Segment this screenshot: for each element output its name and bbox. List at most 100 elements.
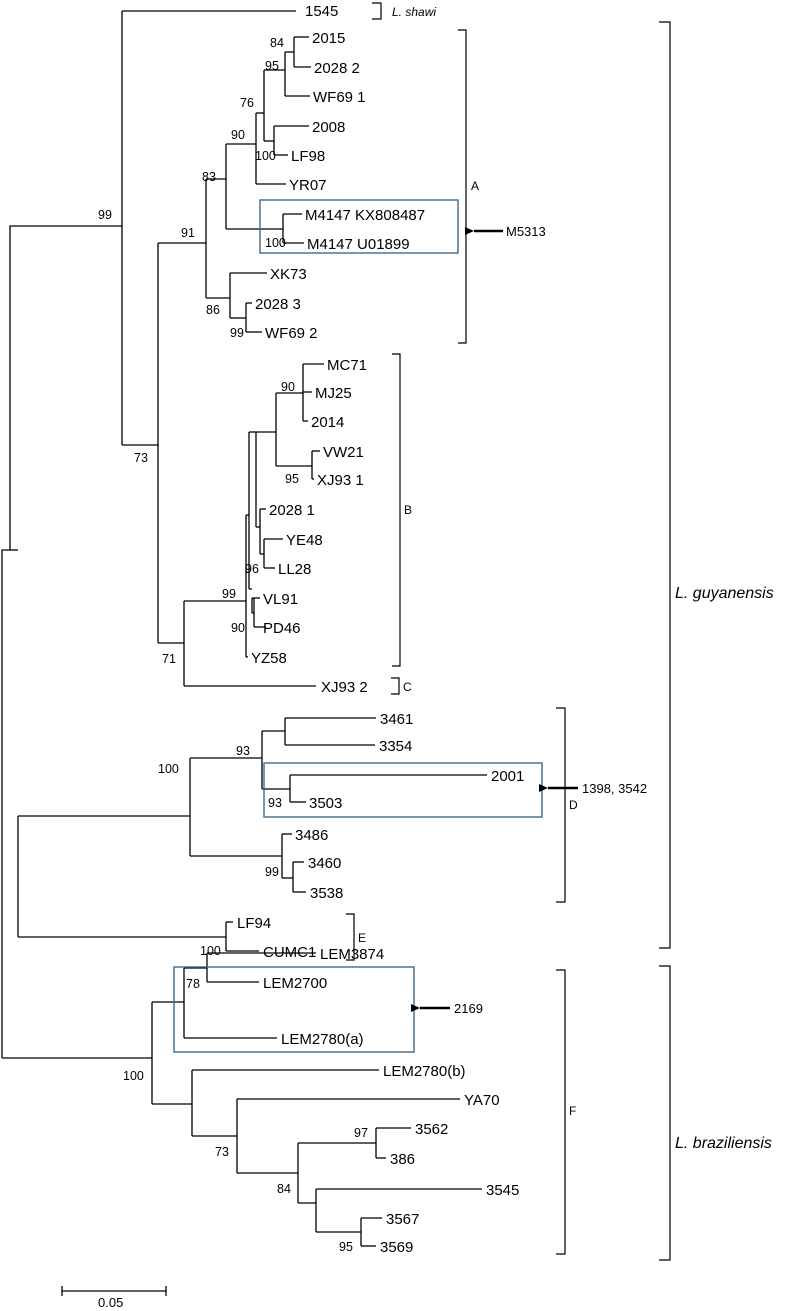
- bootstrap-value: 95: [339, 1240, 353, 1254]
- bracket-e: [346, 913, 355, 961]
- leaf-wf69-1: WF69 1: [313, 89, 366, 106]
- bootstrap-value: 84: [277, 1182, 291, 1196]
- clade-label-e: E: [358, 931, 366, 945]
- leaf-lem3874: LEM3874: [320, 946, 384, 963]
- bootstrap-value: 84: [270, 36, 284, 50]
- leaf-3503: 3503: [309, 795, 342, 812]
- bracket-guyanensis: [659, 21, 671, 949]
- bootstrap-value: 100: [123, 1069, 144, 1083]
- leaf-lf94: LF94: [237, 915, 271, 932]
- bootstrap-value: 97: [354, 1126, 368, 1140]
- bootstrap-value: 95: [285, 472, 299, 486]
- leaf-2028-3: 2028 3: [255, 296, 301, 313]
- tree-branches: [1, 10, 487, 1247]
- bootstrap-value: 100: [265, 236, 286, 250]
- leaf-3461: 3461: [380, 711, 413, 728]
- leaf-yz58: YZ58: [251, 650, 287, 667]
- bootstrap-value: 95: [265, 59, 279, 73]
- leaf-3538: 3538: [310, 885, 343, 902]
- bracket-c: [391, 677, 400, 695]
- leaf-vw21: VW21: [323, 444, 364, 461]
- leaf-3486: 3486: [295, 827, 328, 844]
- leaf-mc71: MC71: [327, 357, 367, 374]
- scale-bar-label: 0.05: [98, 1295, 123, 1310]
- bootstrap-value: 100: [255, 149, 276, 163]
- bootstrap-value: 91: [181, 226, 195, 240]
- bootstrap-value: 73: [134, 451, 148, 465]
- annotation-f-isolate: 2169: [454, 1001, 483, 1016]
- bootstrap-value: 90: [281, 380, 295, 394]
- leaf-2014: 2014: [311, 414, 344, 431]
- bootstrap-value: 99: [222, 587, 236, 601]
- leaf-labels: 1545 2015 2028 2 WF69 1 2008 LF98 YR07 M…: [237, 3, 524, 1256]
- leaf-2008: 2008: [312, 119, 345, 136]
- bootstrap-value: 78: [186, 977, 200, 991]
- annotation-arrows: M5313 1398, 3542 2169: [411, 224, 647, 1016]
- bracket-shawi: [372, 2, 382, 20]
- leaf-yr07: YR07: [289, 177, 327, 194]
- bootstrap-value: 83: [202, 170, 216, 184]
- bootstrap-value: 99: [265, 865, 279, 879]
- leaf-2015: 2015: [312, 30, 345, 47]
- clade-brackets: [346, 2, 671, 1261]
- bracket-braziliensis: [659, 965, 671, 1261]
- bootstrap-value: 71: [162, 652, 176, 666]
- leaf-pd46: PD46: [263, 620, 301, 637]
- bootstrap-value: 90: [231, 128, 245, 142]
- leaf-386: 386: [390, 1151, 415, 1168]
- bootstrap-value: 99: [230, 326, 244, 340]
- clade-label-d: D: [569, 798, 578, 812]
- leaf-3354: 3354: [379, 738, 412, 755]
- leaf-mj25: MJ25: [315, 385, 352, 402]
- annotation-d-isolates: 1398, 3542: [582, 781, 647, 796]
- species-label-braziliensis: L. braziliensis: [675, 1135, 772, 1152]
- clade-label-b: B: [404, 503, 412, 517]
- leaf-3569: 3569: [380, 1239, 413, 1256]
- bootstrap-value: 73: [215, 1145, 229, 1159]
- leaf-lem2700: LEM2700: [263, 975, 327, 992]
- bootstrap-value: 93: [268, 796, 282, 810]
- leaf-1545: 1545: [305, 3, 338, 20]
- bracket-d: [556, 707, 566, 903]
- bootstrap-value: 90: [231, 621, 245, 635]
- leaf-3460: 3460: [308, 855, 341, 872]
- leaf-xk73: XK73: [270, 266, 307, 283]
- leaf-xj93-2: XJ93 2: [321, 679, 368, 696]
- leaf-lem2780b: LEM2780(b): [383, 1063, 466, 1080]
- clade-label-c: C: [403, 680, 412, 694]
- leaf-ya70: YA70: [464, 1092, 500, 1109]
- leaf-m4147-u01899: M4147 U01899: [307, 236, 410, 253]
- bootstrap-value: 96: [245, 562, 259, 576]
- bootstrap-value: 100: [200, 944, 221, 958]
- leaf-2001: 2001: [491, 768, 524, 785]
- bootstrap-value: 99: [98, 208, 112, 222]
- leaf-lem2780a: LEM2780(a): [281, 1031, 364, 1048]
- leaf-ye48: YE48: [286, 532, 323, 549]
- leaf-3567: 3567: [386, 1211, 419, 1228]
- bracket-a: [458, 29, 467, 344]
- bootstrap-values: 99 73 84 95 76 90 100 83 91 100 86 99 90…: [98, 36, 368, 1254]
- bootstrap-value: 86: [206, 303, 220, 317]
- clade-label-a: A: [471, 179, 479, 193]
- highlight-box-m4147: [259, 199, 459, 254]
- bootstrap-value: 93: [236, 744, 250, 758]
- bootstrap-value: 100: [158, 762, 179, 776]
- species-label-shawi: L. shawi: [392, 5, 436, 19]
- bracket-b: [392, 353, 401, 667]
- leaf-vl91: VL91: [263, 591, 298, 608]
- leaf-3545: 3545: [486, 1182, 519, 1199]
- bracket-f: [556, 969, 566, 1255]
- leaf-lf98: LF98: [291, 148, 325, 165]
- annotation-m5313: M5313: [506, 224, 546, 239]
- leaf-m4147-kx808487: M4147 KX808487: [305, 207, 425, 224]
- species-label-guyanensis: L. guyanensis: [675, 585, 774, 602]
- clade-label-f: F: [569, 1104, 576, 1118]
- leaf-xj93-1: XJ93 1: [317, 472, 364, 489]
- leaf-wf69-2: WF69 2: [265, 325, 318, 342]
- leaf-3562: 3562: [415, 1121, 448, 1138]
- leaf-2028-2: 2028 2: [314, 60, 360, 77]
- bootstrap-value: 76: [240, 96, 254, 110]
- leaf-ll28: LL28: [278, 561, 311, 578]
- leaf-2028-1: 2028 1: [269, 502, 315, 519]
